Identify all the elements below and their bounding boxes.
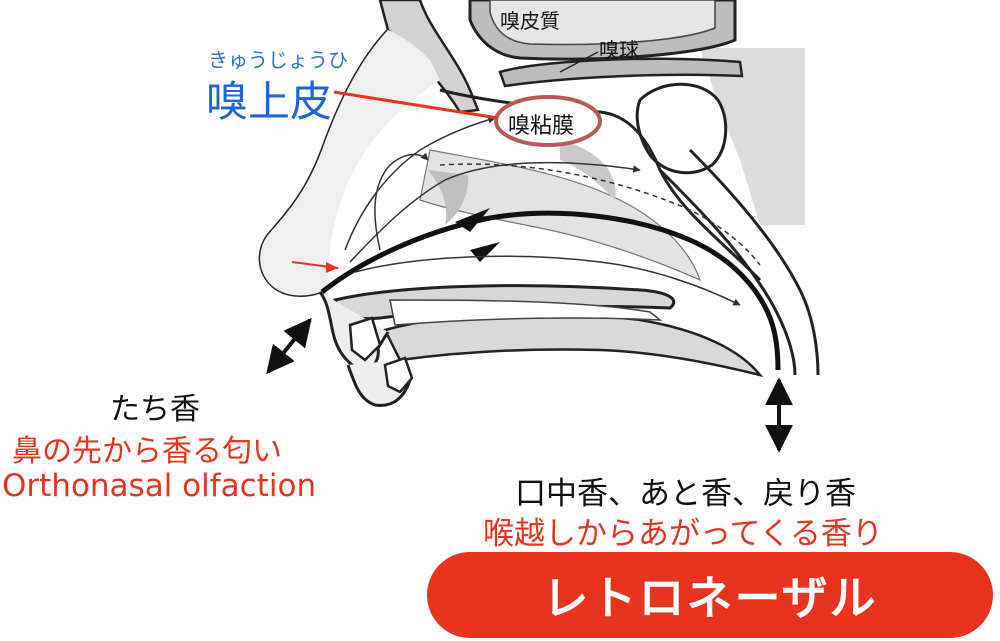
olfactory-mucosa-label: 嗅粘膜 <box>508 114 575 139</box>
retronasal-arrow-head <box>455 208 490 232</box>
retronasal-badge: レトロネーザル <box>427 552 993 638</box>
retronasal-airflow-path <box>320 210 781 371</box>
epithelium-furigana: きゅうじょうひ <box>208 48 348 72</box>
pharynx-wall <box>658 168 797 376</box>
retronasal-badge-text: レトロネーザル <box>542 571 878 625</box>
retronasal-title: 口中香、あと香、戻り香 <box>515 476 856 512</box>
orthonasal-flow-dashed <box>439 163 761 266</box>
olfactory-cortex-inner <box>489 0 716 46</box>
turbinate-gray-2 <box>560 140 616 200</box>
olfactory-cortex-label: 嗅皮質 <box>500 9 560 33</box>
nasal-roof <box>439 88 762 282</box>
orthonasal-title: たち香 <box>110 392 200 427</box>
olfactory-epithelium-label: 嗅上皮 <box>206 77 333 126</box>
nose-skin-fill <box>260 30 440 296</box>
orthonasal-description: 鼻の先から香る匂い <box>12 434 282 469</box>
posterior-wall <box>700 48 805 225</box>
nostril-red-arrow-head <box>326 262 338 273</box>
retronasal-arrow-head-2 <box>470 242 500 262</box>
orthonasal-flow-loop <box>374 152 429 251</box>
retronasal-description: 喉越しからあがってくる香り <box>483 516 883 552</box>
orthonasal-double-arrow <box>266 317 312 375</box>
lower-tooth <box>383 356 414 394</box>
olfactory-bulb-label: 嗅球 <box>599 38 639 62</box>
epithelium-leader-line <box>333 90 499 120</box>
pharynx-wall-outer <box>688 148 820 376</box>
olfactory-mucosa-circle <box>494 95 602 147</box>
orthonasal-flow-upper <box>344 116 496 251</box>
bulb-leader-line <box>559 51 599 73</box>
sphenoid-sinus <box>635 82 728 175</box>
orthonasal-flow-mid <box>349 161 641 263</box>
tongue <box>383 312 764 378</box>
incisor <box>348 316 382 362</box>
olfactory-bulb-shape <box>498 57 744 88</box>
oral-cavity-inner <box>389 299 663 326</box>
orthonasal-flow-lower <box>354 255 741 306</box>
orthonasal-english: Orthonasal olfaction <box>2 468 317 504</box>
